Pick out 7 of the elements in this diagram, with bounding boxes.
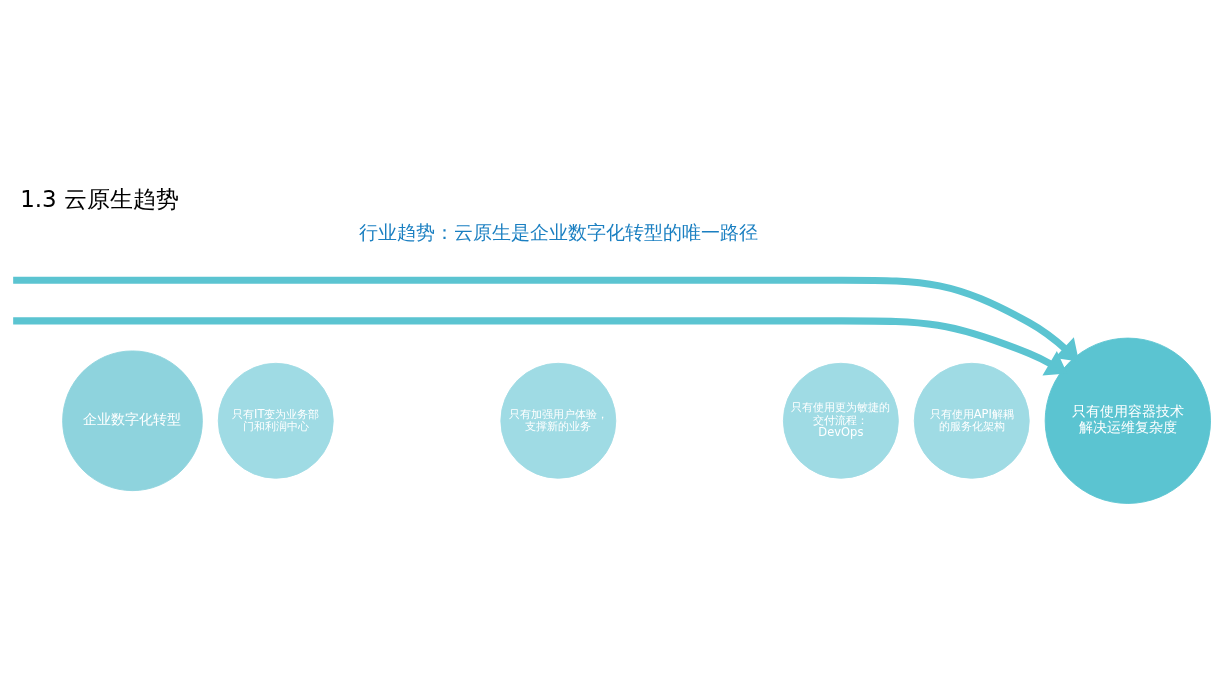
label: 行业趋势：云原生是企业数字化转型的唯一路径 (358, 221, 758, 245)
node-circle: 只有使用更为敏捷的交付流程：DevOps (782, 362, 899, 479)
diagram-title: 1.3 云原生趋势 (20, 186, 180, 213)
node-circle: 只有IT变为业务部门和利润中心 (217, 362, 334, 479)
node-circle: 只有使用API解耦的服务化架构 (913, 362, 1030, 479)
node-circle: 企业数字化转型 (62, 350, 203, 492)
node-circle: 只有加强用户体验，支撑新的业务 (500, 362, 617, 479)
